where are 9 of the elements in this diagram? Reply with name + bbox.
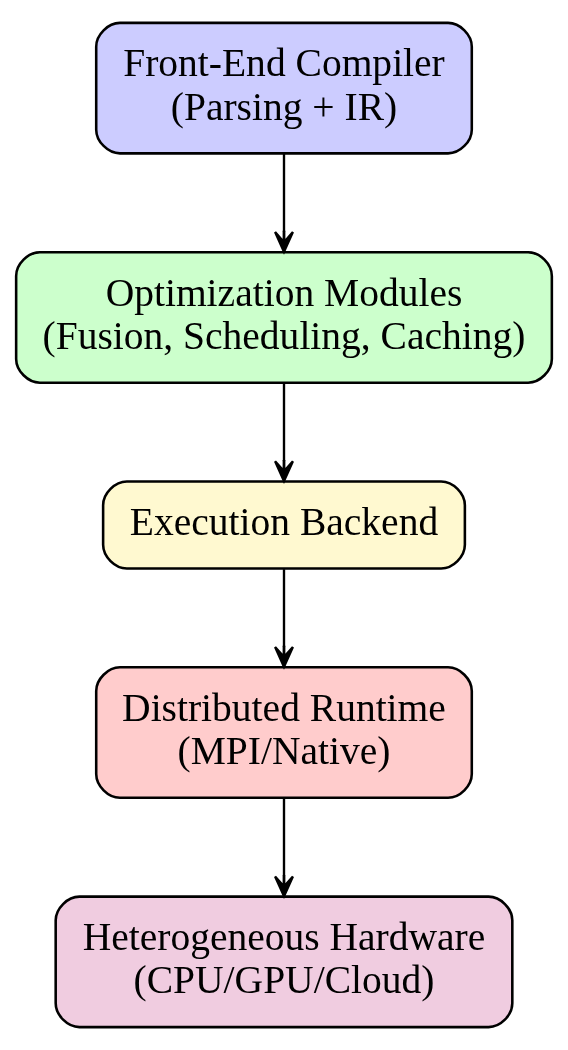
node-box: Heterogeneous Hardware (CPU/GPU/Cloud) <box>54 895 514 1029</box>
arrow <box>273 569 295 668</box>
node-box: Optimization Modules (Fusion, Scheduling, Caching) <box>14 250 554 384</box>
arrow <box>273 797 295 898</box>
arrow <box>273 153 295 253</box>
node-box: Execution Backend <box>101 480 467 570</box>
node-box: Distributed Runtime (MPI/Native) <box>94 666 474 800</box>
node-box: Front-End Compiler (Parsing + IR) <box>94 21 474 155</box>
arrow <box>273 382 295 483</box>
